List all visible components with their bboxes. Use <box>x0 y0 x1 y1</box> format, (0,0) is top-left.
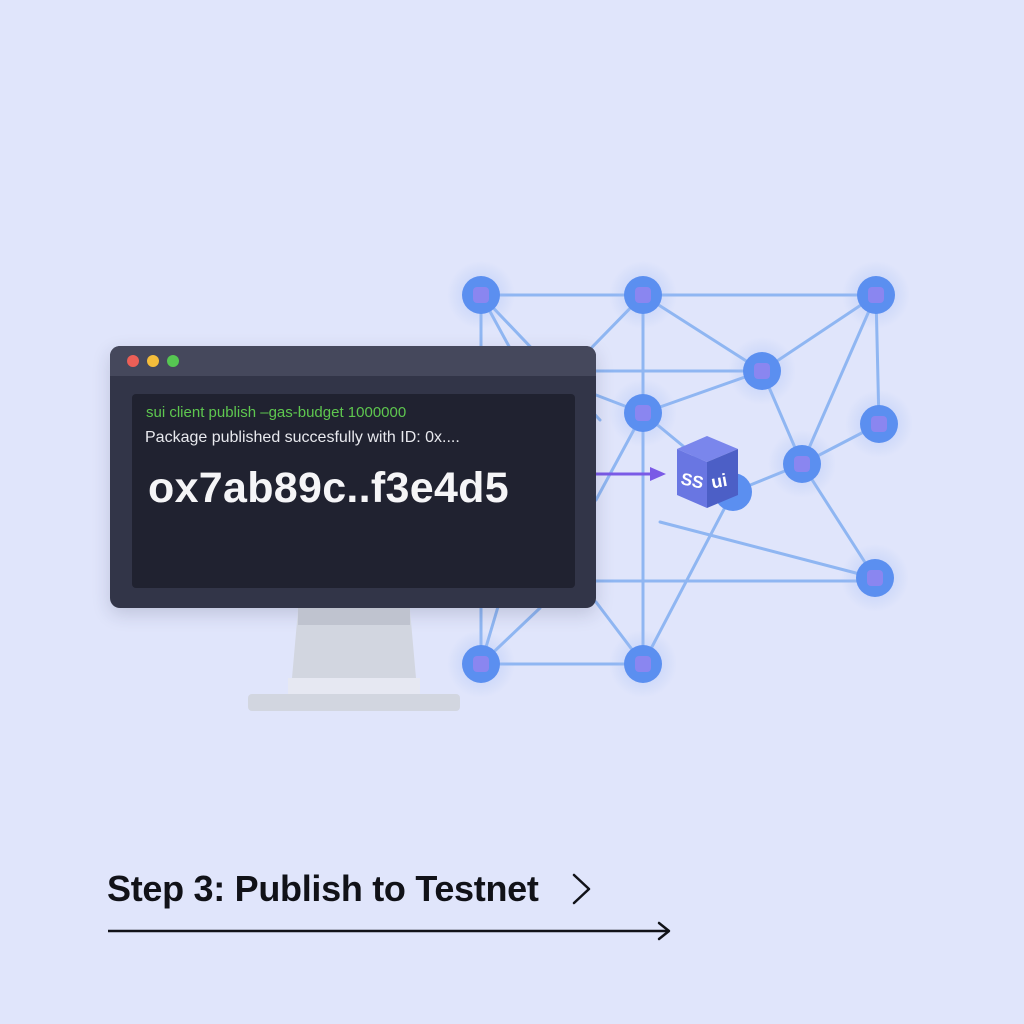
deploy-arrow-icon <box>596 467 666 481</box>
monitor-stand-shadow <box>298 608 410 625</box>
network-node <box>609 379 677 447</box>
terminal-command: sui client publish –gas-budget 1000000 <box>146 404 407 421</box>
sui-cube-logo-icon: SS ui <box>677 436 738 508</box>
network-node <box>609 261 677 329</box>
network-node <box>609 630 677 698</box>
terminal-screen[interactable]: sui client publish –gas-budget 1000000 P… <box>132 394 575 588</box>
long-arrow-right-icon <box>108 921 671 941</box>
svg-text:ui: ui <box>710 470 729 492</box>
network-node <box>842 261 910 329</box>
network-node <box>841 544 909 612</box>
network-node <box>728 337 796 405</box>
terminal-window: sui client publish –gas-budget 1000000 P… <box>110 346 596 608</box>
window-maximize-button[interactable] <box>167 355 179 367</box>
svg-text:SS: SS <box>679 469 705 492</box>
network-node <box>447 630 515 698</box>
package-id: ox7ab89c..f3e4d5 <box>148 464 509 512</box>
terminal-output: Package published succesfully with ID: 0… <box>145 429 460 446</box>
step-heading[interactable]: Step 3: Publish to Testnet <box>107 868 595 910</box>
network-node <box>768 430 836 498</box>
network-node <box>447 261 515 329</box>
chevron-right-icon <box>572 873 590 905</box>
network-nodes <box>447 261 913 698</box>
window-close-button[interactable] <box>127 355 139 367</box>
terminal-titlebar <box>110 346 596 376</box>
monitor-stand-base <box>248 694 460 711</box>
step-title: Step 3: Publish to Testnet <box>107 868 539 909</box>
monitor-stand-highlight <box>288 678 420 694</box>
window-minimize-button[interactable] <box>147 355 159 367</box>
network-node <box>845 390 913 458</box>
